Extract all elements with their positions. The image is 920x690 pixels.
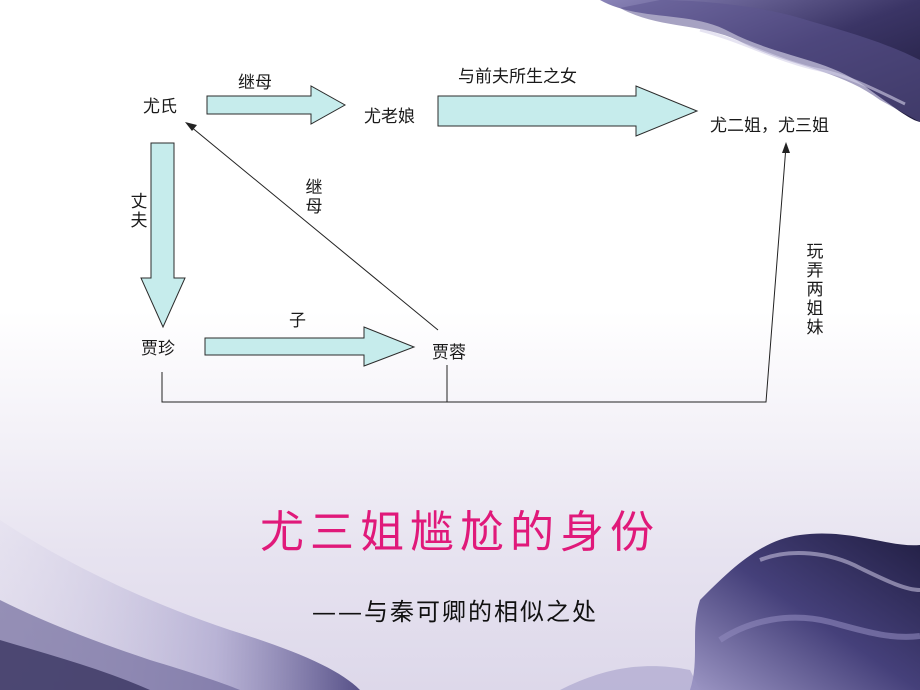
bottom-right-splash-decoration [560, 533, 920, 690]
edge-label-son: 子 [289, 311, 306, 331]
arrow-jiazhen-to-jiarong [204, 326, 416, 367]
slide-subtitle: ——与秦可卿的相似之处 [312, 598, 598, 626]
node-jia-rong: 贾蓉 [432, 343, 466, 363]
arrow-youshi-to-youlaoniang [206, 85, 347, 125]
bottom-left-splash-decoration [0, 520, 360, 690]
top-right-splash-decoration [600, 0, 920, 122]
arrow-youlaoniang-to-sisters [437, 85, 699, 137]
node-jia-zhen: 贾珍 [141, 339, 175, 359]
edge-label-toying-sisters: 玩弄两姐妹 [806, 242, 824, 339]
bottom-connector-to-sisters [161, 142, 790, 403]
edge-label-born-to-ex-husband: 与前夫所生之女 [458, 67, 577, 87]
edge-label-stepmother-top: 继母 [238, 73, 272, 93]
node-you-laoniang: 尤老娘 [364, 107, 415, 127]
diagonal-connector-jiarong-to-youshi [185, 122, 439, 331]
edge-label-husband: 丈夫 [130, 192, 148, 232]
node-you-shi: 尤氏 [143, 97, 177, 117]
slide-title: 尤三姐尴尬的身份 [260, 507, 660, 558]
node-sisters: 尤二姐，尤三姐 [710, 116, 829, 136]
edge-label-stepmother-diagonal: 继母 [305, 178, 323, 218]
arrow-youshi-to-jiazhen [140, 142, 186, 329]
